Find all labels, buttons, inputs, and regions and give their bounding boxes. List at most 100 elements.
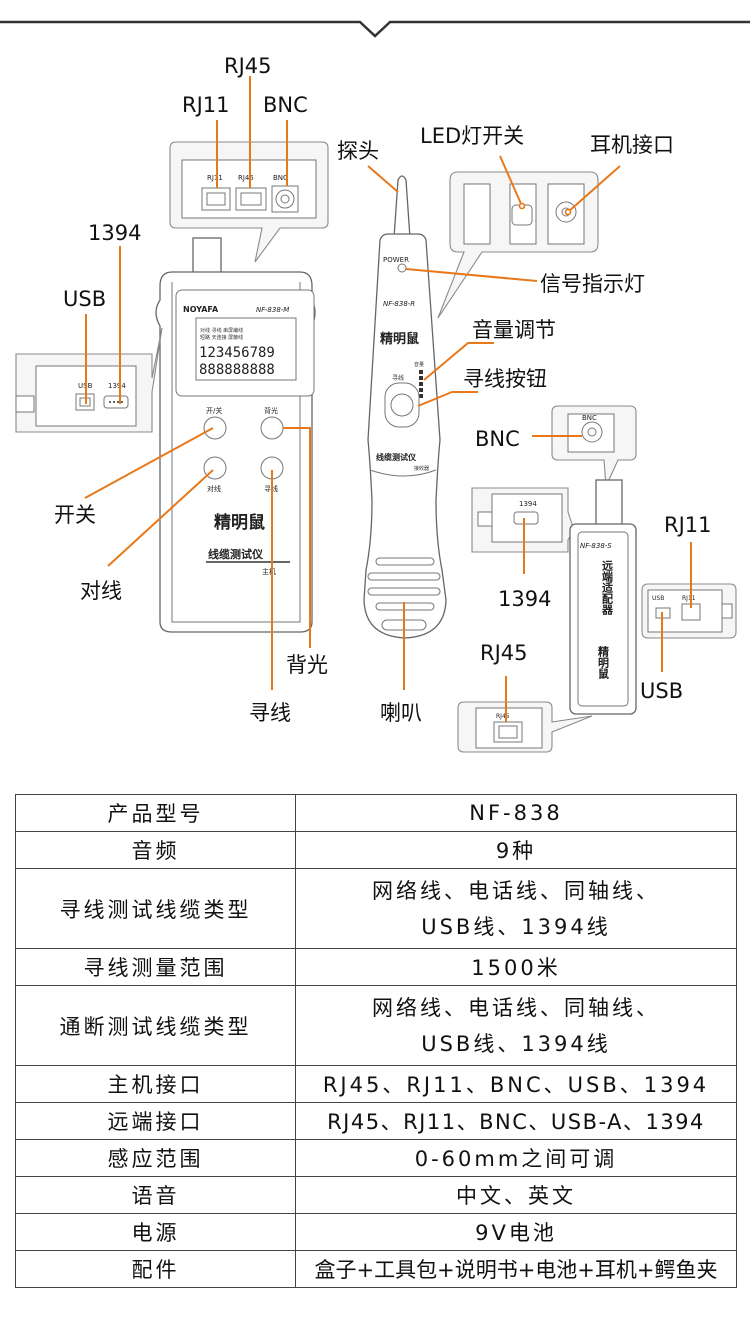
pair-button-label: 对线 bbox=[207, 484, 221, 493]
spec-value-line: 网络线、电话线、同轴线、 bbox=[372, 878, 660, 903]
callout-rj11-top: RJ11 bbox=[182, 93, 230, 117]
spec-key: 感应范围 bbox=[15, 1139, 296, 1177]
port-label-bnc: BNC bbox=[273, 174, 288, 182]
callout-pair: 对线 bbox=[80, 579, 122, 603]
remote-right-zoom: USB RJ11 bbox=[641, 583, 737, 639]
spec-row: 通断测试线缆类型 网络线、电话线、同轴线、 USB线、1394线 bbox=[15, 985, 737, 1066]
spec-key: 音频 bbox=[15, 831, 296, 869]
callout-1394-remote: 1394 bbox=[498, 587, 551, 611]
spec-value: 网络线、电话线、同轴线、 USB线、1394线 bbox=[295, 985, 737, 1066]
callout-1394: 1394 bbox=[88, 221, 141, 245]
remote-logo: 精明鼠 bbox=[597, 645, 610, 680]
lcd-top-text: 对线 寻线 串屏编线 bbox=[200, 327, 243, 334]
spec-row: 语音中文、英文 bbox=[15, 1176, 737, 1214]
spec-key: 主机接口 bbox=[15, 1065, 296, 1103]
lcd-sub-text: 短路 天连接 屏蔽线 bbox=[200, 334, 243, 341]
spec-key: 远端接口 bbox=[15, 1102, 296, 1140]
spec-value: 0-60mm之间可调 bbox=[295, 1139, 737, 1177]
remote-rj45-zoom: RJ45 bbox=[457, 701, 593, 753]
callout-rj11-remote: RJ11 bbox=[664, 513, 712, 537]
probe-power-label: POWER bbox=[383, 256, 409, 264]
spec-value: RJ45、RJ11、BNC、USB-A、1394 bbox=[295, 1102, 737, 1140]
callout-rj45-remote: RJ45 bbox=[480, 641, 528, 665]
spec-key: 语音 bbox=[15, 1176, 296, 1214]
remote-model: NF-838-S bbox=[580, 542, 612, 550]
probe-top-zoom bbox=[437, 171, 599, 319]
leader-lines bbox=[84, 76, 692, 722]
spec-key: 电源 bbox=[15, 1213, 296, 1251]
callout-rj45-top: RJ45 bbox=[224, 54, 272, 78]
probe-find-label: 寻线 bbox=[392, 374, 404, 382]
main-model: NF-838-M bbox=[256, 306, 289, 314]
callout-signal-led: 信号指示灯 bbox=[540, 272, 645, 296]
spec-value: 9种 bbox=[295, 831, 737, 869]
callout-find-button: 寻线按钮 bbox=[463, 367, 547, 391]
spec-key: 寻线测量范围 bbox=[15, 948, 296, 986]
probe-title: 线缆测试仪 bbox=[376, 452, 417, 462]
port-label-rj45: RJ45 bbox=[238, 174, 254, 182]
remote-rj45-label: RJ45 bbox=[496, 713, 510, 720]
main-title: 线缆测试仪 bbox=[208, 547, 264, 561]
main-port-zoom: RJ11 RJ45 BNC bbox=[169, 141, 329, 263]
callout-usb-remote: USB bbox=[640, 679, 683, 703]
spec-row: 配件盒子+工具包+说明书+电池+耳机+鳄鱼夹 bbox=[15, 1250, 737, 1288]
callout-usb: USB bbox=[63, 287, 106, 311]
lcd-digits-2: 888888888 bbox=[199, 362, 275, 378]
spec-key: 寻线测试线缆类型 bbox=[15, 868, 296, 949]
callout-find: 寻线 bbox=[249, 701, 291, 725]
callout-led-switch: LED灯开关 bbox=[420, 124, 524, 148]
port-label-rj11: RJ11 bbox=[207, 174, 223, 182]
probe-subtitle: 接收器 bbox=[414, 465, 429, 472]
brand-logo: NOYAFA bbox=[183, 305, 219, 314]
remote-title: 远端适配器 bbox=[601, 560, 615, 616]
spec-key: 配件 bbox=[15, 1250, 296, 1288]
header-chevron bbox=[0, 20, 750, 38]
callout-speaker: 喇叭 bbox=[380, 701, 422, 725]
remote-1394-zoom: 1394 bbox=[471, 487, 575, 553]
main-logo: 精明鼠 bbox=[214, 512, 265, 533]
spec-key: 通断测试线缆类型 bbox=[15, 985, 296, 1066]
spec-value: 中文、英文 bbox=[295, 1176, 737, 1214]
probe-logo: 精明鼠 bbox=[380, 331, 419, 347]
lcd-digits: 123456789 bbox=[199, 345, 275, 361]
spec-value: 网络线、电话线、同轴线、 USB线、1394线 bbox=[295, 868, 737, 949]
main-subtitle: 主机 bbox=[262, 567, 276, 576]
spec-value: 9V电池 bbox=[295, 1213, 737, 1251]
remote-unit: NF-838-S 远端适配器 精明鼠 bbox=[569, 479, 637, 715]
callout-power: 开关 bbox=[54, 503, 96, 527]
backlight-button[interactable] bbox=[260, 416, 284, 440]
remote-rj11-label: RJ11 bbox=[682, 595, 696, 602]
callout-labels: RJ45 RJ11 BNC 1394 USB 探头 LED灯开关 耳机接口 信号… bbox=[54, 54, 712, 725]
remote-1394-label: 1394 bbox=[519, 500, 537, 508]
callout-bnc-remote: BNC bbox=[475, 427, 520, 451]
spec-value-line: USB线、1394线 bbox=[421, 914, 611, 939]
spec-value: RJ45、RJ11、BNC、USB、1394 bbox=[295, 1065, 737, 1103]
remote-bnc-zoom: BNC bbox=[551, 405, 637, 489]
spec-value: 1500米 bbox=[295, 948, 737, 986]
remote-bnc-label: BNC bbox=[582, 414, 597, 422]
backlight-button-label: 背光 bbox=[264, 406, 278, 415]
probe-volume-label: 音量 bbox=[414, 361, 424, 368]
spec-value-line: USB线、1394线 bbox=[421, 1031, 611, 1056]
probe-model: NF-838-R bbox=[383, 300, 415, 308]
spec-value: NF-838 bbox=[295, 794, 737, 832]
product-diagram: RJ11 RJ45 BNC NOYAFA NF-838-M 对线 寻线 串屏编线… bbox=[0, 20, 750, 753]
power-button[interactable] bbox=[203, 416, 227, 440]
spec-key: 产品型号 bbox=[15, 794, 296, 832]
callout-volume: 音量调节 bbox=[472, 318, 556, 342]
callout-backlight: 背光 bbox=[286, 653, 328, 677]
spec-value-line: 网络线、电话线、同轴线、 bbox=[372, 995, 660, 1020]
side-1394-label: 1394 bbox=[108, 382, 126, 390]
spec-value: 盒子+工具包+说明书+电池+耳机+鳄鱼夹 bbox=[295, 1250, 737, 1288]
callout-earphone: 耳机接口 bbox=[590, 133, 674, 157]
power-button-label: 开/关 bbox=[206, 406, 222, 415]
remote-usb-label: USB bbox=[652, 595, 664, 602]
